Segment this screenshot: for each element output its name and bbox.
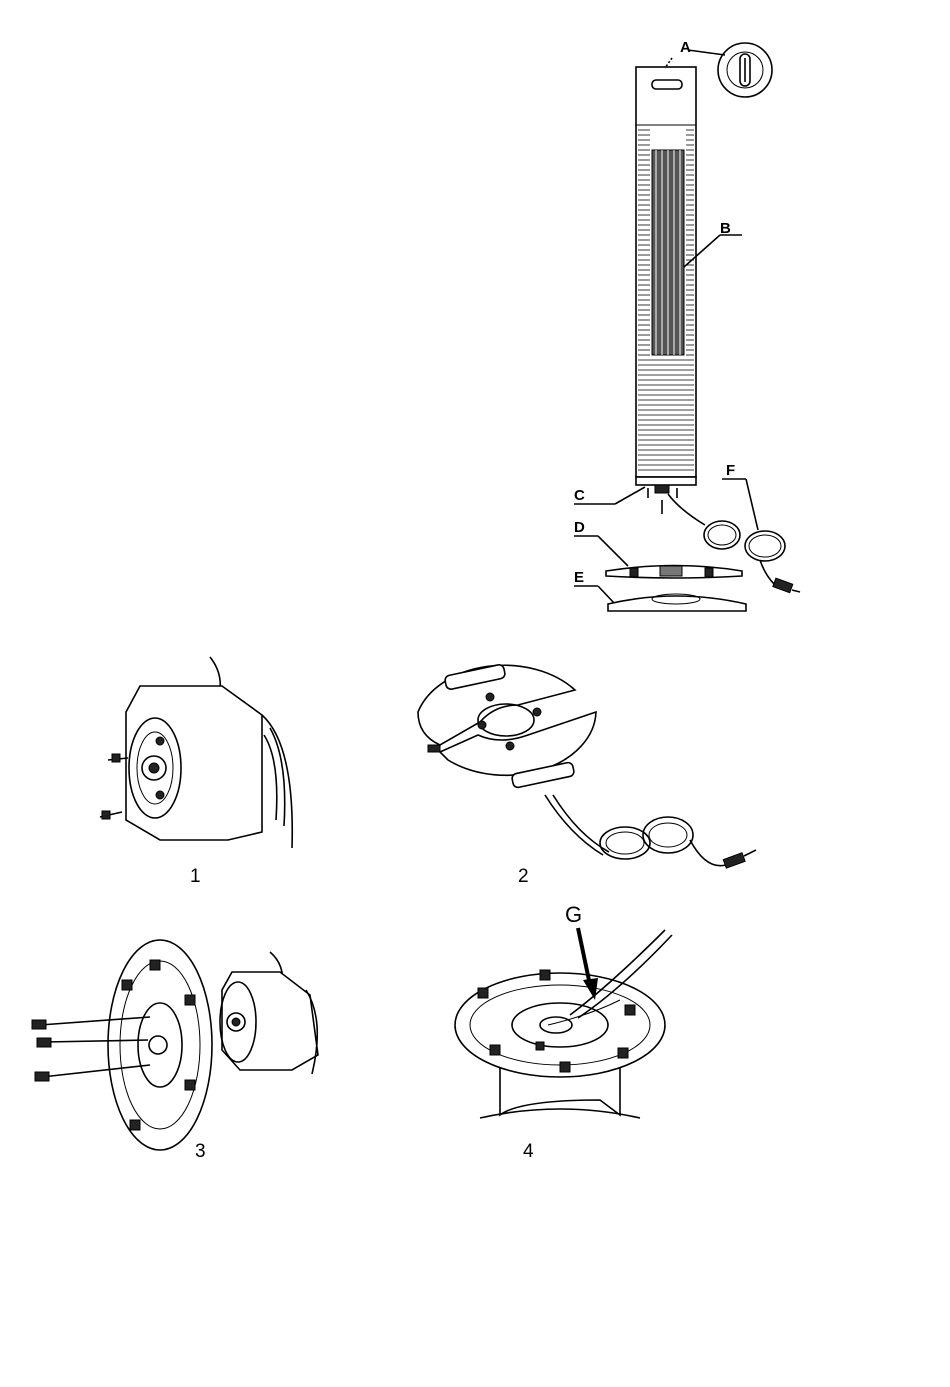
step-3-illustration: 3 (32, 940, 318, 1162)
heating-element-grid (652, 150, 684, 355)
callout-f: F (726, 462, 735, 479)
step-4-illustration: G 4 (455, 902, 672, 1162)
callout-c: C (574, 487, 585, 504)
callout-b: B (720, 220, 731, 237)
callout-d: D (574, 519, 585, 536)
step-1-caption: 1 (190, 866, 201, 887)
heater-overview-diagram: A B C D E F (574, 39, 800, 611)
step-4-caption: 4 (523, 1141, 534, 1162)
step-3-caption: 3 (195, 1141, 206, 1162)
top-handle-slot (652, 80, 682, 89)
callout-a: A (680, 39, 691, 56)
step-2-illustration: 2 (418, 664, 756, 887)
step-1-illustration: 1 (100, 657, 292, 887)
callout-g: G (565, 902, 582, 927)
stand-base-e (608, 594, 746, 611)
callout-e: E (574, 569, 584, 586)
step-2-caption: 2 (518, 866, 529, 887)
base-plate-d (606, 566, 742, 579)
